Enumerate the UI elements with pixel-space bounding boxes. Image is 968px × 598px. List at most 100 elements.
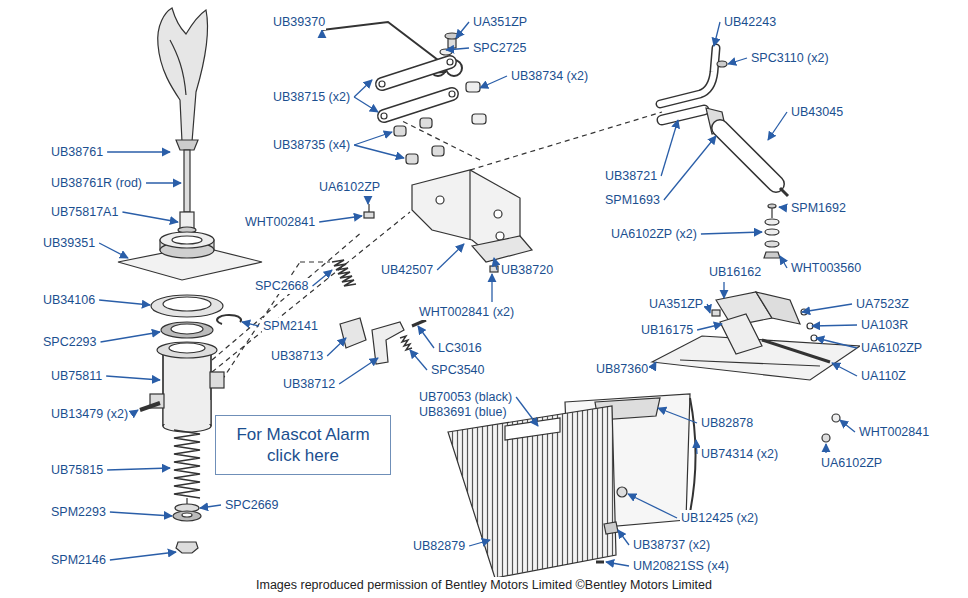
linkage-assembly-part bbox=[406, 154, 418, 164]
linkage-assembly-part bbox=[379, 81, 385, 87]
leader-arrow bbox=[728, 58, 747, 64]
linkage-assembly-part bbox=[394, 126, 406, 136]
grille-assembly-part bbox=[832, 414, 840, 422]
part-number: UB38737 (x2) bbox=[632, 537, 711, 553]
mascot-assembly-part bbox=[173, 511, 201, 521]
bracket-assembly-part bbox=[720, 314, 762, 354]
leader-arrow bbox=[701, 232, 762, 234]
part-number: WHT002841 bbox=[858, 424, 930, 440]
part-number: UB43045 bbox=[790, 104, 844, 120]
part-number: UB82879 bbox=[412, 538, 466, 554]
leader-arrow bbox=[107, 468, 170, 470]
part-number: UB75815 bbox=[50, 462, 104, 478]
part-number: SPC2725 bbox=[472, 40, 528, 56]
mascot-assembly-part bbox=[172, 236, 202, 244]
actuator-assembly-part bbox=[662, 110, 704, 120]
link-box: For Mascot Alarm click here bbox=[215, 415, 391, 475]
leader-arrow bbox=[122, 212, 178, 222]
leader-arrow bbox=[339, 358, 378, 384]
linkage-assembly-part bbox=[432, 146, 444, 156]
part-number: UB34106 bbox=[42, 292, 96, 308]
part-number: SPC3110 (x2) bbox=[750, 50, 830, 66]
part-number: UA103R bbox=[860, 317, 909, 333]
leader-arrow bbox=[779, 207, 787, 208]
leader-arrow bbox=[367, 197, 368, 204]
linkage-assembly-part bbox=[496, 232, 504, 240]
part-number: SPC2293 bbox=[42, 334, 98, 350]
mascot-assembly-part bbox=[140, 403, 160, 410]
mascot-assembly-part bbox=[176, 542, 198, 553]
part-number: UB42507 bbox=[380, 262, 434, 278]
leader-arrow bbox=[812, 325, 857, 326]
leader-arrow bbox=[696, 440, 697, 454]
part-number: UB70053 (black) bbox=[418, 389, 513, 405]
leader-arrow bbox=[606, 562, 629, 566]
linkage-assembly-part bbox=[381, 113, 387, 119]
grille-assembly-part bbox=[617, 487, 627, 497]
leader-arrow bbox=[664, 136, 716, 200]
grille-assembly-part bbox=[688, 398, 696, 522]
mascot-assembly-part bbox=[210, 372, 224, 388]
leader-arrow bbox=[354, 97, 378, 112]
leader-arrow bbox=[146, 182, 181, 183]
part-number: UB83691 (blue) bbox=[418, 404, 508, 420]
linkage-assembly-part bbox=[382, 62, 450, 84]
actuator-assembly-part bbox=[765, 241, 779, 247]
part-number: UB13479 (x2) bbox=[50, 406, 129, 422]
leader-arrow bbox=[437, 244, 464, 270]
leader-arrow bbox=[418, 326, 434, 348]
mascot-assembly-part bbox=[186, 498, 187, 504]
linkage-assembly-part bbox=[400, 336, 412, 350]
grille-assembly-part bbox=[604, 522, 618, 534]
part-number: UB38761 bbox=[50, 144, 104, 160]
mascot-assembly-part bbox=[169, 343, 205, 353]
linkage-assembly-part bbox=[436, 196, 444, 204]
part-number: SPC3540 bbox=[430, 362, 486, 378]
part-number: UB38761R (rod) bbox=[50, 175, 143, 191]
leader-arrow bbox=[106, 376, 160, 380]
part-number: UB38712 bbox=[282, 376, 336, 392]
part-number: SPM1693 bbox=[604, 192, 661, 208]
actuator-assembly-part bbox=[768, 204, 776, 208]
linkage-assembly-part bbox=[412, 320, 426, 326]
leader-arrow bbox=[516, 397, 538, 426]
leader-arrow bbox=[768, 112, 787, 140]
mascot-assembly-part bbox=[163, 400, 211, 424]
part-number: UA351ZP bbox=[472, 14, 528, 30]
leader-arrow bbox=[354, 80, 372, 97]
actuator-assembly-part bbox=[720, 128, 776, 184]
part-number: UB39370 bbox=[272, 14, 326, 30]
leader-arrow bbox=[101, 332, 160, 342]
part-number: UA7523Z bbox=[855, 296, 910, 312]
linkage-assembly-part bbox=[340, 318, 366, 348]
linkage-assembly-part bbox=[384, 94, 452, 116]
leader-arrow bbox=[132, 410, 138, 414]
part-number: UB38713 bbox=[270, 348, 324, 364]
actuator-assembly-part bbox=[771, 208, 772, 218]
part-number: UB38720 bbox=[500, 262, 554, 278]
grille-assembly bbox=[448, 394, 840, 578]
linkage-assembly-part bbox=[322, 22, 438, 60]
mascot-assembly-part bbox=[163, 348, 211, 426]
mascot-assembly-part bbox=[157, 342, 217, 358]
leader-arrow bbox=[658, 408, 697, 423]
part-number: LC3016 bbox=[437, 340, 483, 356]
part-number: UA6102ZP bbox=[820, 455, 883, 471]
leader-arrow bbox=[456, 22, 469, 38]
leader-arrow bbox=[242, 322, 259, 326]
part-number: UM20821SS (x4) bbox=[632, 558, 730, 574]
part-number: WHT002841 (x2) bbox=[418, 304, 515, 320]
linkage-assembly-part bbox=[384, 94, 452, 116]
mascot-assembly-part bbox=[217, 315, 241, 324]
leader-arrow bbox=[491, 274, 492, 302]
part-number: UB38734 (x2) bbox=[510, 68, 589, 84]
link-text: For Mascot Alarm click here bbox=[226, 424, 380, 466]
leader-arrow bbox=[446, 48, 469, 50]
leader-arrow bbox=[707, 304, 710, 313]
actuator-assembly-part bbox=[765, 219, 779, 225]
actuator-assembly-part bbox=[717, 61, 727, 67]
leader-arrow bbox=[661, 120, 678, 176]
part-number: SPM1692 bbox=[790, 200, 847, 216]
leader-arrow bbox=[802, 304, 852, 312]
linkage-assembly-part bbox=[449, 91, 455, 97]
